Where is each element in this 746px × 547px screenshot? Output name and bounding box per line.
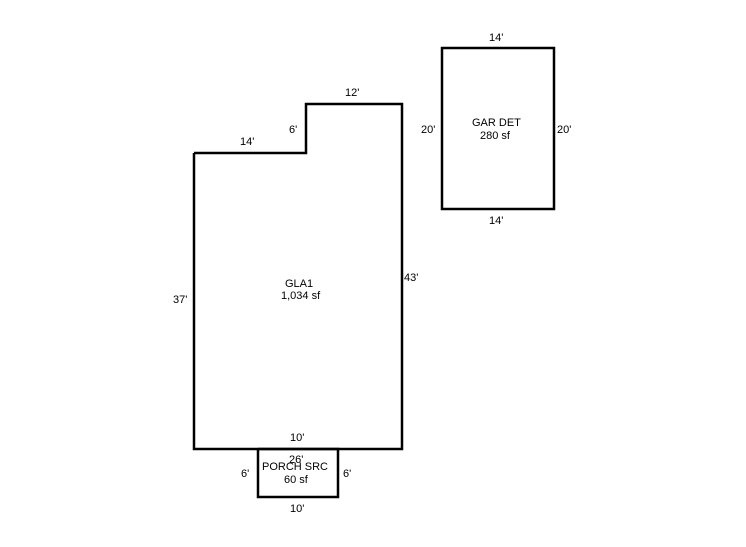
porch-area: 60 sf bbox=[284, 474, 309, 486]
porch-dim-right: 6' bbox=[343, 468, 351, 480]
garage-dim-top: 14' bbox=[489, 32, 503, 44]
garage-dim-bottom: 14' bbox=[489, 215, 503, 227]
gla-dim-bottom-overlap: 26' bbox=[289, 454, 303, 466]
gla-dim-left: 37' bbox=[173, 294, 187, 306]
garage-dim-right: 20' bbox=[557, 124, 571, 136]
garage-dim-left: 20' bbox=[421, 124, 435, 136]
gla-dim-step: 6' bbox=[289, 124, 297, 136]
gla-dim-top-left: 14' bbox=[240, 136, 254, 148]
garage-outline bbox=[440, 46, 556, 211]
gla-outline bbox=[192, 102, 404, 451]
porch-dim-left: 6' bbox=[241, 468, 249, 480]
gla-dim-bottom-inner: 10' bbox=[290, 432, 304, 444]
porch-dim-bottom: 10' bbox=[290, 503, 304, 515]
gla-name: GLA1 bbox=[285, 278, 313, 290]
porch-name: PORCH SRC bbox=[262, 461, 328, 473]
garage-area: 280 sf bbox=[480, 130, 511, 142]
gla-dim-top-right: 12' bbox=[345, 87, 359, 99]
gla-area: 1,034 sf bbox=[281, 290, 321, 302]
gla-dim-right: 43' bbox=[404, 272, 418, 284]
garage-name: GAR DET bbox=[472, 117, 521, 129]
porch-outline bbox=[256, 447, 340, 499]
